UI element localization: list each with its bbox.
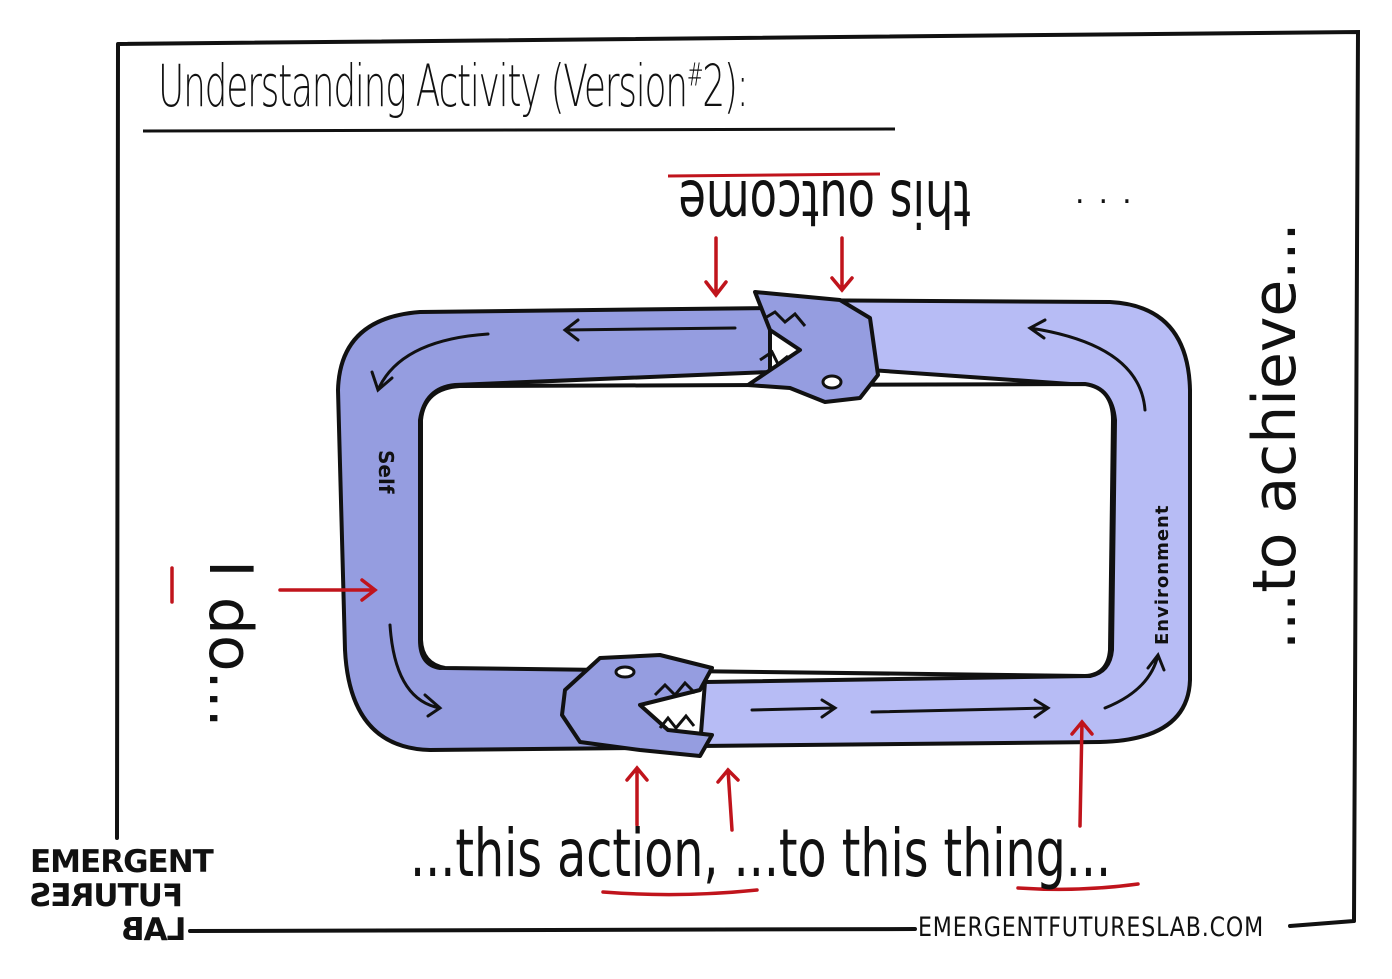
logo-line-3: LAB [122,912,187,948]
right-phrase-text: ...to achieve... [1240,222,1310,650]
bottom-crocodile-teeth [653,680,697,731]
top-crocodile-teeth [759,310,807,367]
bottom-phrase: ...this action, ...to this thing... [410,815,1112,892]
top-dots: ... [1075,176,1146,211]
title-sup: # [686,55,704,94]
title-underline [142,127,896,133]
bottom-crocodile-eye [614,665,636,679]
left-phrase-text: I do... [195,560,265,728]
right-phrase: ...to achieve... [1240,222,1310,650]
outcome-underline [667,172,881,178]
site-url[interactable]: EMERGENTFUTURESLAB.COM [918,912,1265,943]
emergent-futures-lab-logo: EMERGENT FUTURES LAB [30,844,214,948]
bottom-crocodile-head [560,653,714,758]
logo-line-2: FUTURES [30,878,184,914]
loop-inner-edge [419,381,1116,679]
label-self: Self [374,450,398,494]
red-pointer-arrows [170,236,1140,897]
title-end: 2): [702,52,749,120]
page-title: Understanding Activity (Version#2): [158,52,749,120]
title-main: Understanding Activity (Version [158,52,688,120]
left-phrase: I do... [195,560,265,728]
top-phrase: this outcome [678,165,971,239]
top-crocodile-eye [821,374,843,390]
logo-line-1: EMERGENT [30,844,214,880]
page-border [115,29,1361,933]
flow-arrows [370,318,1166,719]
label-environment: Environment [1152,504,1173,645]
